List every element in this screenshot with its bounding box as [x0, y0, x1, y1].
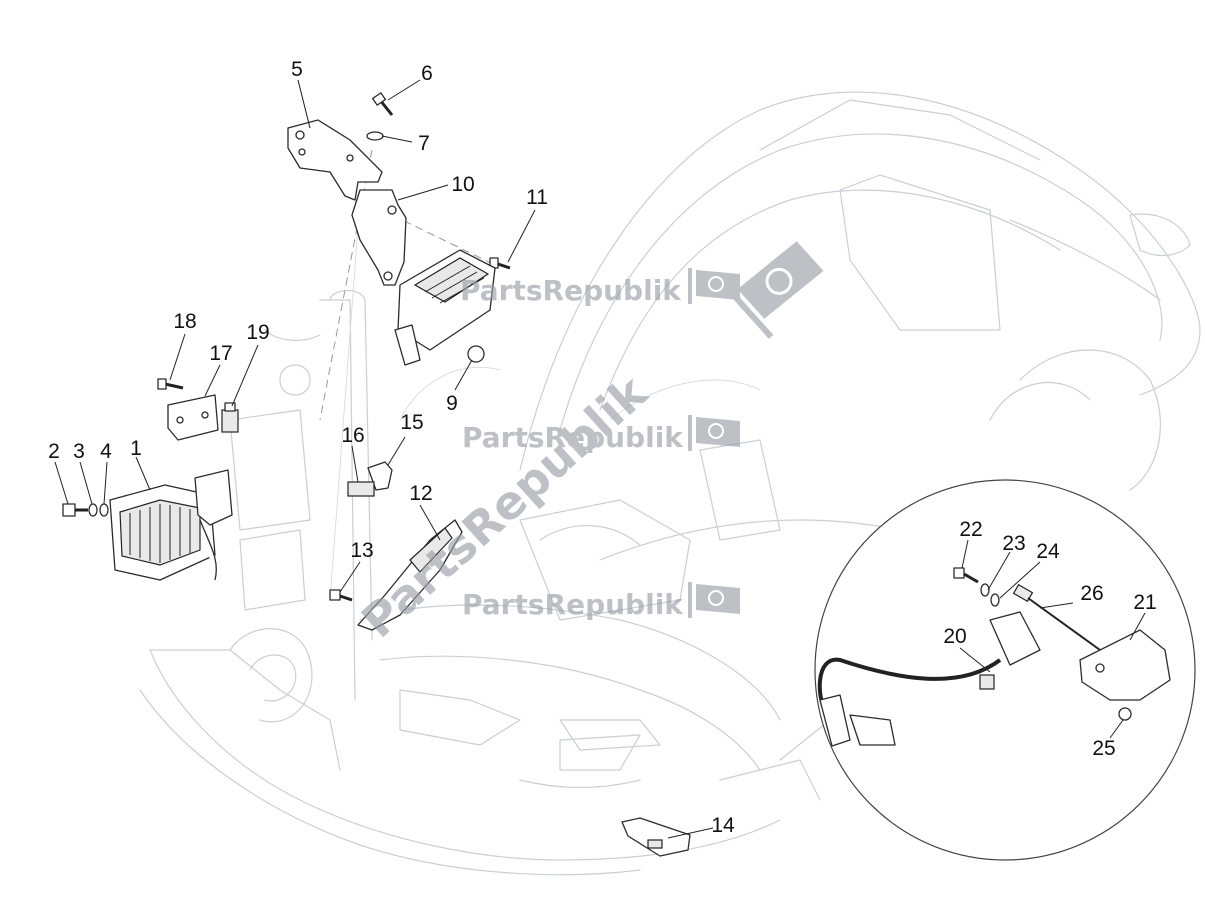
detail-view-circle: [814, 479, 1196, 861]
callout-10: 10: [451, 173, 474, 196]
callout-24: 24: [1036, 540, 1060, 563]
callout-13: 13: [350, 539, 373, 562]
part-5-bracket: [287, 119, 383, 201]
callout-12: 12: [409, 482, 432, 505]
part-24-washer: [990, 593, 1000, 607]
callout-11: 11: [526, 186, 548, 209]
part-25-nut: [1118, 707, 1132, 721]
part-13-bolt: [329, 589, 353, 602]
callout-22: 22: [959, 518, 982, 541]
svg-text:PartsRepublik: PartsRepublik: [462, 588, 684, 621]
callout-6: 6: [421, 62, 433, 85]
assembly-dash-line: [391, 214, 496, 266]
callout-3: 3: [73, 440, 85, 463]
part-4-washer: [99, 503, 109, 517]
callout-17: 17: [209, 342, 232, 365]
callout-1: 1: [130, 437, 142, 460]
callout-23: 23: [1002, 532, 1025, 555]
callout-26: 26: [1080, 582, 1103, 605]
callout-7: 7: [418, 132, 430, 155]
part-2-screw: [62, 503, 88, 517]
svg-text:PartsRepublik: PartsRepublik: [460, 274, 682, 307]
part-26-rod: [1012, 583, 1101, 651]
gear-flag-icon: [688, 415, 740, 451]
callout-15: 15: [400, 411, 423, 434]
part-23-washer: [980, 583, 990, 597]
callout-18: 18: [173, 310, 196, 333]
part-22-bolt: [953, 567, 979, 584]
watermark-3: PartsRepublik: [462, 582, 740, 621]
watermark-group: PartsRepublik PartsRepublik PartsRepubli…: [351, 241, 824, 648]
part-14-plate: [621, 817, 691, 857]
svg-text:PartsRepublik: PartsRepublik: [462, 421, 684, 454]
part-6-bolt: [371, 92, 394, 116]
callout-4: 4: [100, 440, 112, 463]
callout-2: 2: [48, 440, 60, 463]
callout-20: 20: [943, 625, 966, 648]
ignition-control-unit: [394, 249, 496, 366]
watermark-1: PartsRepublik: [460, 268, 740, 307]
part-12-cover: [357, 519, 463, 631]
part-18-bolt: [157, 378, 184, 390]
part-1-voltage-regulator: [109, 469, 233, 581]
callout-19: 19: [246, 321, 269, 344]
callout-9: 9: [446, 392, 458, 415]
part-3-washer: [88, 503, 98, 517]
watermark-2: PartsRepublik: [462, 415, 740, 454]
part-17-bracket: [167, 394, 219, 441]
callout-21: 21: [1133, 591, 1156, 614]
gear-flag-icon: [688, 268, 740, 304]
callout-16: 16: [341, 424, 364, 447]
callout-leaders: [54, 79, 1146, 839]
part-9-nut: [467, 345, 485, 363]
part-19-connector: [221, 402, 239, 433]
part-20-ignition-coil: [817, 611, 1041, 747]
callout-labels: 1 2 3 4 5 6 7 9 10 11 12 13 14 15 16 17 …: [48, 58, 1157, 837]
part-10-bracket: [351, 189, 407, 286]
callout-5: 5: [291, 58, 303, 81]
part-16-holder: [347, 481, 375, 497]
gear-flag-icon: [728, 241, 824, 339]
part-7-washer: [366, 131, 384, 141]
part-21-bracket: [1079, 629, 1171, 701]
callout-25: 25: [1092, 737, 1115, 760]
callout-14: 14: [711, 814, 735, 837]
gear-flag-icon: [688, 582, 740, 618]
